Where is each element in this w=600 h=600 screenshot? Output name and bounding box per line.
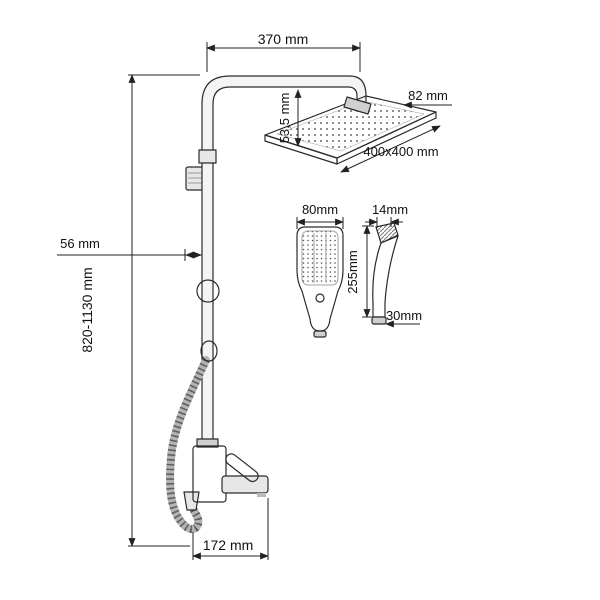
dimension-label-handshower-length: 255mm [345, 250, 360, 293]
dimension-handshower-width: 80mm [296, 202, 344, 229]
telescopic-collar [198, 149, 217, 164]
diverter-knob [196, 279, 220, 303]
handshower-side-head [375, 222, 399, 244]
dimension-label-handshower-width: 80mm [302, 202, 338, 217]
dimension-label-handshower-handle-width: 30mm [386, 308, 422, 323]
shower-hose [166, 356, 210, 533]
dimension-label-top-width: 370 mm [258, 31, 309, 47]
handshower-hose-nipple [313, 330, 327, 338]
dimension-top-width: 370 mm [206, 31, 361, 72]
handshower-mode-button [315, 293, 325, 303]
height-slider-knob [185, 166, 205, 191]
dimension-handshower-head-depth: 14mm [365, 202, 408, 228]
handshower-holder [200, 340, 218, 362]
hose-cup [183, 491, 200, 511]
handshower-side-nipple [371, 316, 387, 325]
lever-handle [225, 453, 259, 483]
handshower-front-view [296, 226, 344, 338]
dimension-label-head-size: 400x400 mm [363, 144, 438, 159]
spout-aerator [257, 493, 266, 497]
mixer-assembly [183, 438, 269, 511]
dimension-label-head-drop: 53,5 mm [277, 93, 292, 144]
dimension-label-handshower-head-depth: 14mm [372, 202, 408, 217]
dimension-handshower-handle-width: 30mm [385, 308, 422, 328]
handshower-side-view [371, 222, 399, 325]
dimension-head-size: 400x400 mm [340, 125, 441, 173]
dimension-head-edge: 82 mm [403, 88, 452, 109]
dimension-annotations: 370 mm 82 mm 53,5 mm 400x400 mm 820-1130… [57, 31, 452, 560]
dimension-label-head-edge: 82 mm [408, 88, 448, 103]
handshower-spray-face [301, 230, 339, 286]
dimension-column-height: 820-1130 mm [79, 74, 200, 547]
mixer-body [192, 445, 227, 503]
dimension-bracket-offset: 56 mm [57, 236, 202, 261]
dimension-label-column-height: 820-1130 mm [79, 267, 95, 352]
dimension-handshower-length: 255mm [345, 225, 374, 318]
dimension-spout-length: 172 mm [192, 498, 269, 560]
dimension-head-drop: 53,5 mm [277, 89, 302, 147]
dimension-label-spout-length: 172 mm [203, 537, 254, 553]
dimension-label-bracket-offset: 56 mm [60, 236, 100, 251]
tub-spout [221, 475, 269, 494]
shower-head-connector-nut [343, 96, 372, 115]
mixer-top-collar [196, 438, 219, 448]
